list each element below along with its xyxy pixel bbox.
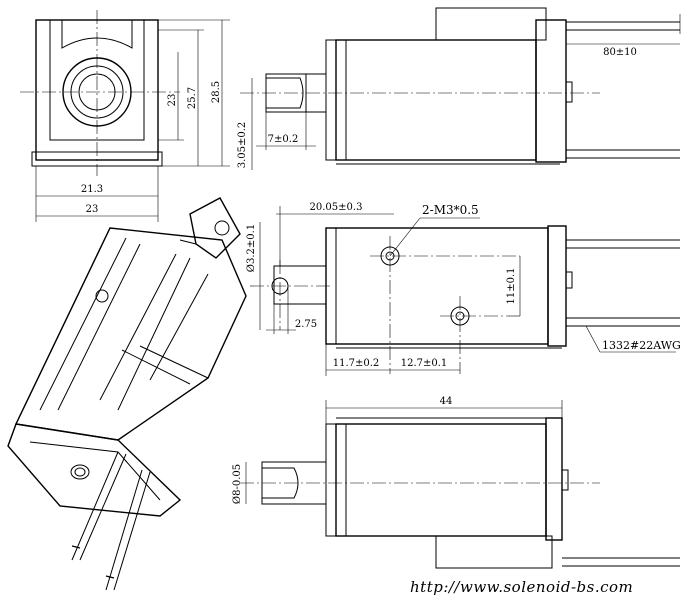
dim-28-5: 28.5 [211, 81, 222, 103]
dim-hole-offset-top: 20.05±0.3 [310, 202, 363, 213]
front-view: 28.5 25.7 23 21.3 23 [20, 10, 230, 222]
dim-25-7: 25.7 [187, 87, 198, 109]
wire-spec: 1332#22AWG [602, 339, 681, 352]
thread-callout: 2-M3*0.5 [422, 203, 479, 217]
dim-hole-offset-left: 11.7±0.2 [333, 358, 380, 369]
watermark: http://www.solenoid-bs.com [410, 578, 633, 596]
side-view-top: 80±10 7±0.2 3.05±0.2 [237, 7, 681, 170]
side-view-bottom: 44 Ø8-0.05 [232, 396, 680, 569]
dim-slot-width: 7±0.2 [268, 134, 299, 145]
dim-pin-hole: Ø3.2±0.1 [246, 224, 257, 272]
dim-21-3: 21.3 [81, 184, 103, 195]
dim-hole-pitch-horizontal: 12.7±0.1 [401, 358, 448, 369]
dim-hole-pitch-vertical: 11±0.1 [506, 267, 517, 304]
dim-lead-length: 80±10 [603, 47, 637, 58]
side-view-middle: 20.05±0.3 2-M3*0.5 Ø3.2±0.1 2.75 11±0.1 … [246, 202, 681, 376]
dim-slot-height: 3.05±0.2 [237, 122, 248, 169]
dim-overall-length: 44 [440, 396, 453, 407]
isometric-view [7, 197, 247, 591]
dim-plunger-tip: 2.75 [295, 319, 317, 330]
dim-plunger-diameter: Ø8-0.05 [232, 464, 243, 504]
dim-23-horizontal: 23 [86, 204, 99, 215]
dim-23-vertical: 23 [167, 94, 178, 107]
